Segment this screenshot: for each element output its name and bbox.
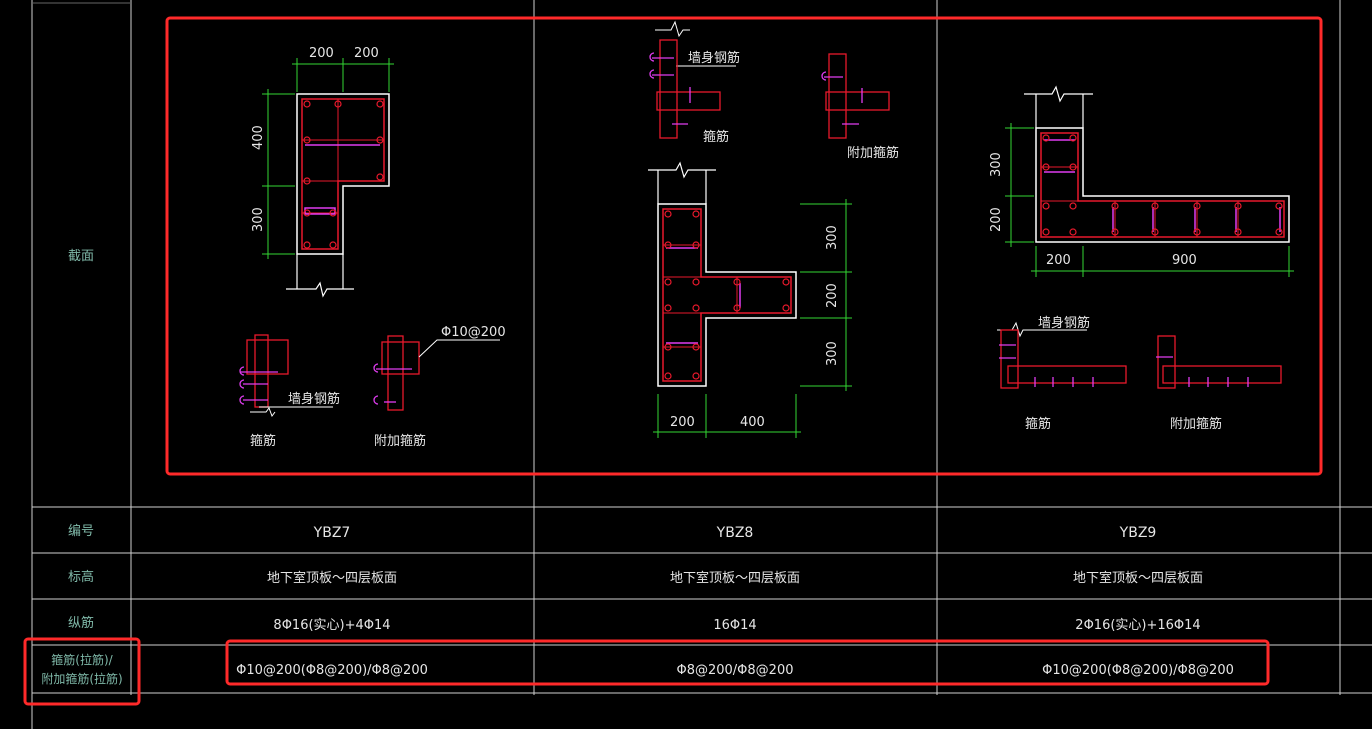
col-ybz9-elevation: 地下室顶板～四层板面 bbox=[1073, 570, 1203, 586]
ybz9-section-drawing: 300 200 200 900 墙身钢筋 箍筋 附加箍筋 bbox=[989, 85, 1294, 432]
ybz8-dim-right-2: 200 bbox=[825, 283, 840, 308]
ybz8-dim-bot-1: 200 bbox=[670, 415, 695, 430]
ybz7-label-wall: 墙身钢筋 bbox=[288, 391, 340, 407]
col-ybz9-stirrup: Φ10@200(Φ8@200)/Φ8@200 bbox=[1042, 663, 1234, 678]
col-ybz7-id: YBZ7 bbox=[313, 525, 351, 541]
ybz7-dim-top-2: 200 bbox=[354, 46, 379, 61]
ybz7-dim-left-1: 400 bbox=[251, 125, 266, 150]
ybz8-dim-right-1: 300 bbox=[825, 225, 840, 250]
highlight-stirrup-values bbox=[225, 639, 1270, 686]
ybz8-label-stirrup: 箍筋 bbox=[703, 129, 729, 145]
ybz7-label-extra: 附加箍筋 bbox=[374, 433, 426, 449]
row-header-stirrup-line2: 附加箍筋(拉筋) bbox=[41, 671, 122, 686]
col-ybz8-elevation: 地下室顶板～四层板面 bbox=[670, 570, 800, 586]
ybz8-section-drawing: 墙身钢筋 箍筋 附加箍筋 300 200 300 200 400 bbox=[648, 20, 899, 438]
ybz9-label-stirrup: 箍筋 bbox=[1025, 416, 1051, 432]
ybz8-dim-bot-2: 400 bbox=[740, 415, 765, 430]
table-grid bbox=[31, 0, 1372, 729]
ybz7-dim-top-1: 200 bbox=[309, 46, 334, 61]
highlight-row-header bbox=[23, 637, 141, 706]
row-header-number: 编号 bbox=[68, 524, 94, 539]
col-ybz7-stirrup: Φ10@200(Φ8@200)/Φ8@200 bbox=[236, 663, 428, 678]
highlight-section-drawings bbox=[165, 16, 1323, 476]
ybz9-dim-bot-1: 200 bbox=[1046, 253, 1071, 268]
row-header-longitudinal: 纵筋 bbox=[68, 615, 94, 631]
ybz9-dim-left-1: 300 bbox=[989, 152, 1004, 177]
col-ybz7-elevation: 地下室顶板～四层板面 bbox=[267, 570, 397, 586]
ybz7-label-spec: Φ10@200 bbox=[441, 325, 506, 340]
ybz9-dim-left-2: 200 bbox=[989, 207, 1004, 232]
ybz7-dim-left-2: 300 bbox=[251, 207, 266, 232]
col-ybz7-longitudinal: 8Φ16(实心)+4Φ14 bbox=[273, 618, 390, 633]
ybz9-dim-bot-2: 900 bbox=[1172, 253, 1197, 268]
ybz9-label-wall: 墙身钢筋 bbox=[1038, 315, 1090, 331]
col-ybz8-stirrup: Φ8@200/Φ8@200 bbox=[676, 663, 793, 678]
col-ybz9-longitudinal: 2Φ16(实心)+16Φ14 bbox=[1075, 618, 1200, 633]
ybz7-section-drawing: 200 200 400 300 墙身钢筋 箍筋 附加箍筋 Φ10@2 bbox=[239, 46, 506, 449]
col-ybz8-id: YBZ8 bbox=[716, 525, 754, 541]
ybz7-label-stirrup: 箍筋 bbox=[250, 433, 276, 449]
ybz8-label-wall: 墙身钢筋 bbox=[688, 50, 740, 66]
row-header-section: 截面 bbox=[68, 249, 94, 264]
row-header-stirrup-line1: 箍筋(拉筋)/ bbox=[51, 652, 113, 667]
ybz8-dim-right-3: 300 bbox=[825, 341, 840, 366]
ybz8-label-extra: 附加箍筋 bbox=[847, 145, 899, 161]
row-header-elevation: 标高 bbox=[68, 569, 94, 585]
ybz9-label-extra: 附加箍筋 bbox=[1170, 416, 1222, 432]
col-ybz8-longitudinal: 16Φ14 bbox=[713, 618, 756, 633]
col-ybz9-id: YBZ9 bbox=[1119, 525, 1157, 541]
